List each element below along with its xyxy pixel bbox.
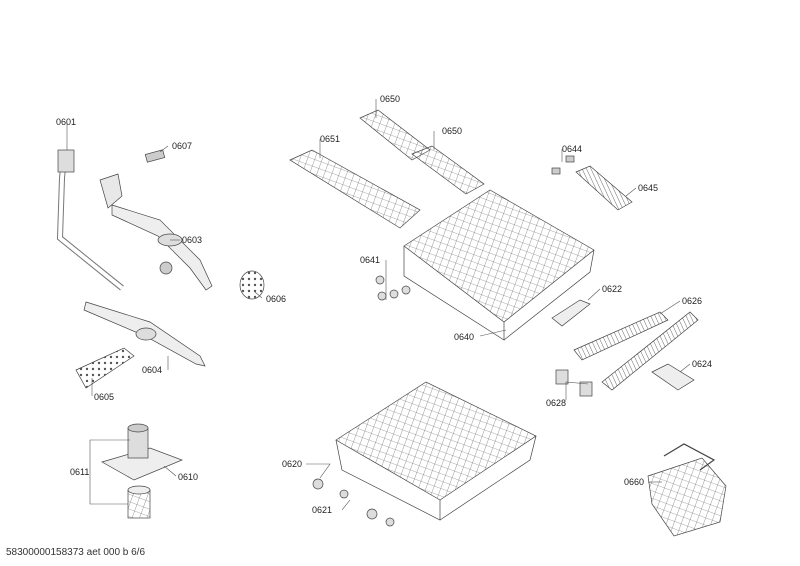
holder-0628 (555, 369, 593, 397)
document-id: 58300000158373 aet 000 b 6/6 (6, 547, 146, 558)
part-label-0651: 0651 (320, 134, 340, 144)
part-label-0604: 0604 (142, 365, 162, 375)
cutlery-basket-0660 (647, 443, 727, 537)
clip-0607 (144, 149, 166, 163)
wheels-0621 (312, 478, 395, 527)
handle-0622 (551, 299, 591, 327)
cutlery-tray-0651 (289, 149, 421, 229)
part-label-0611: 0611 (70, 467, 89, 477)
sieve-0605 (75, 347, 135, 389)
part-label-0621: 0621 (312, 505, 332, 515)
tine-row-0645 (575, 165, 633, 211)
part-label-0650-b: 0650 (442, 126, 462, 136)
spray-arm-0604 (83, 301, 206, 367)
part-label-0641: 0641 (360, 255, 380, 265)
part-label-0626: 0626 (682, 296, 702, 306)
spray-arm-0603 (99, 173, 213, 291)
spray-pipe-0601 (56, 149, 124, 291)
part-label-0607: 0607 (172, 141, 192, 151)
part-label-0650-a: 0650 (380, 94, 400, 104)
part-label-0644: 0644 (562, 144, 582, 154)
part-label-0601: 0601 (56, 117, 76, 127)
clip-0644 (551, 155, 575, 175)
bracket-0624 (651, 363, 695, 391)
upper-basket-0640 (403, 189, 595, 341)
filter-disk-0606 (239, 270, 265, 300)
part-label-0622: 0622 (602, 284, 622, 294)
cup-rack-0650-b (411, 145, 485, 195)
part-label-0660: 0660 (624, 477, 644, 487)
part-label-0645: 0645 (638, 183, 658, 193)
lower-basket-0620 (335, 381, 537, 521)
wheels-0641 (375, 275, 411, 301)
part-label-0620: 0620 (282, 459, 302, 469)
filter-cylinder-0611 (127, 485, 151, 519)
part-label-0605: 0605 (94, 392, 114, 402)
filter-assembly-0610 (101, 423, 183, 481)
part-label-0624: 0624 (692, 359, 712, 369)
callout-lines (66, 99, 691, 511)
tine-rows-0626 (573, 311, 699, 391)
part-label-0628: 0628 (546, 398, 566, 408)
part-label-0603: 0603 (182, 235, 202, 245)
part-label-0606: 0606 (266, 294, 286, 304)
part-label-0640: 0640 (454, 332, 474, 342)
part-label-0610: 0610 (178, 472, 198, 482)
